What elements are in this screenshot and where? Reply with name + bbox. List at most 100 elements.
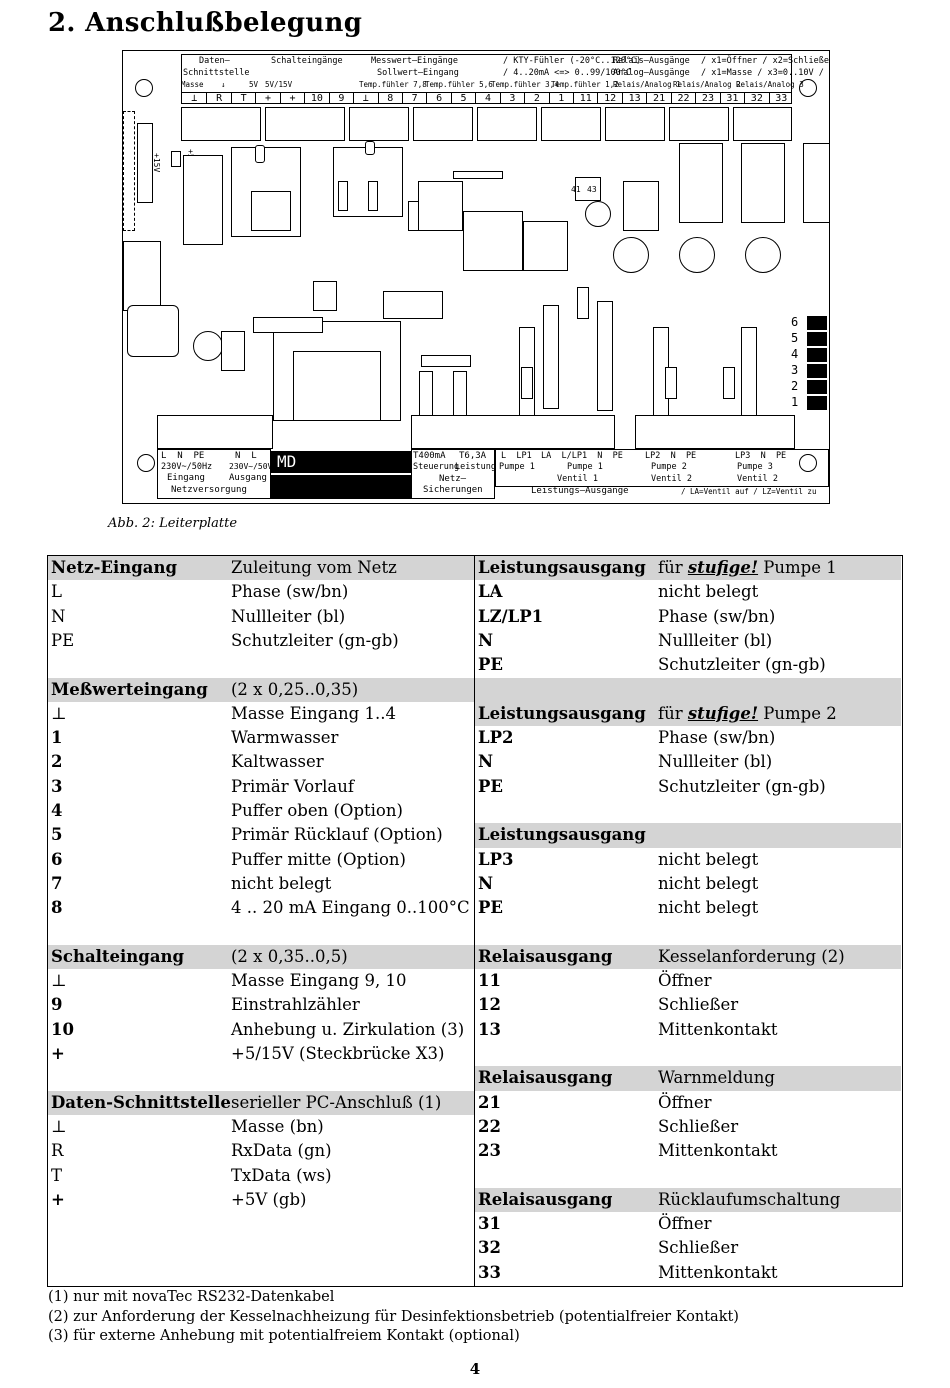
fuse2-label: T6,3A: [459, 451, 487, 461]
header-label: / x1=Masse / x3=0..10V / 12=0..10V: [701, 68, 829, 78]
header-label: Messwert–Eingänge: [371, 56, 458, 66]
table-row: LP2 Phase (sw/bn): [475, 726, 901, 750]
cell-description: Mittenkontakt: [658, 1262, 778, 1282]
cell-terminal: 21: [478, 1092, 501, 1112]
terminal-pin-label: 22: [670, 93, 695, 104]
terminal-pin-label: 11: [573, 93, 597, 104]
cell-description: Nullleiter (bl): [231, 606, 346, 626]
terminal-pin-label: 6: [426, 93, 450, 104]
cell-description: Masse (bn): [231, 1116, 324, 1136]
table-row: 21 Öffner: [475, 1091, 901, 1115]
lp2-pin-labels: LP2 N PE: [645, 451, 697, 461]
transformer-core: [293, 351, 381, 421]
cell-terminal: 13: [478, 1019, 501, 1039]
relay: [221, 331, 245, 371]
relay: [679, 143, 723, 223]
cell-terminal: Leistungsausgang: [478, 825, 646, 845]
screw-terminal: [733, 107, 792, 141]
cell-description: Kesselanforderung (2): [658, 946, 845, 966]
cell-terminal: 11: [478, 971, 501, 991]
table-section-header: Leistungsausgang: [475, 823, 901, 848]
cell-terminal: Meßwerteingang: [51, 679, 208, 699]
jumper-number: 3: [791, 363, 799, 377]
cell-description: Schließer: [658, 1238, 739, 1258]
terminal-pin-label: 3: [499, 93, 524, 104]
cell-description: Kaltwasser: [231, 752, 324, 772]
cell-description: Masse Eingang 9, 10: [231, 971, 407, 991]
cell-description: für stufige! Pumpe 2: [658, 702, 837, 726]
leistung-footnote: / LA=Ventil auf / LZ=Ventil zu: [681, 487, 817, 496]
cell-description: Puffer oben (Option): [231, 801, 403, 820]
terminal-blocks: [181, 107, 792, 141]
la-pin-labels: LA L/LP1 N PE: [541, 451, 623, 461]
capacitor: [585, 201, 611, 227]
relay: [803, 143, 829, 223]
pumpe1b-label: Pumpe 1: [567, 462, 603, 472]
header-label: Analog–Ausgänge: [613, 68, 690, 78]
net-pin-labels: L N PE: [161, 451, 205, 461]
terminal-pin-label: 5: [450, 93, 475, 104]
cell-description: (2 x 0,25..0,35): [231, 679, 359, 699]
cell-terminal: 7: [51, 873, 63, 893]
cell-terminal: +: [51, 1044, 65, 1063]
cell-description: Mittenkontakt: [658, 1019, 778, 1039]
header-label: Relais/Analog 2: [673, 80, 741, 89]
cell-terminal: 5: [51, 825, 63, 845]
cell-terminal: +: [51, 1189, 65, 1209]
cell-terminal: Netz-Eingang: [51, 558, 178, 577]
capacitor: [171, 151, 181, 167]
cell-description: Phase (sw/bn): [658, 728, 776, 748]
cell-terminal: 22: [478, 1116, 501, 1136]
cell-terminal: 3: [51, 776, 63, 796]
jumper-number: 1: [791, 395, 799, 409]
sicherungen-label: Sicherungen: [423, 485, 483, 495]
screw-terminal: [541, 107, 601, 141]
terminal-pin-label: 7: [401, 93, 426, 104]
header-label: Schnittstelle: [183, 68, 250, 78]
cell-description: nicht belegt: [658, 873, 759, 893]
screw-terminal: [477, 107, 537, 141]
cell-description: Öffner: [658, 1092, 712, 1112]
cell-terminal: T: [51, 1165, 63, 1185]
header-label: Temp.fühler 7,8: [359, 80, 427, 89]
resistor: [338, 181, 348, 211]
cell-terminal: N: [478, 752, 494, 772]
trimmer: [745, 237, 781, 273]
cell-description: +5/15V (Steckbrücke X3): [231, 1044, 445, 1063]
netzversorgung-label: Netzversorgung: [171, 485, 247, 495]
cell-terminal: LP2: [478, 728, 514, 748]
fuse-holder: [313, 281, 337, 311]
cell-terminal: 6: [51, 849, 63, 869]
terminal-pin-label: 4: [475, 93, 499, 104]
terminal-pin-label: 32: [744, 93, 768, 104]
resistor: [723, 367, 735, 399]
cell-description: für stufige! Pumpe 1: [658, 556, 837, 580]
pumpe3-label: Pumpe 3: [737, 462, 773, 472]
cell-description: Mittenkontakt: [658, 1141, 778, 1161]
cell-description: Rücklaufumschaltung: [658, 1189, 841, 1209]
jumper-number: 5: [791, 331, 799, 345]
relay-num-43: 43: [587, 185, 597, 194]
table-row: ⊥Masse (bn): [48, 1115, 474, 1139]
screw-terminal: [265, 107, 345, 141]
mounting-hole-icon: [799, 79, 817, 97]
header-label: Schalteingänge: [271, 56, 343, 66]
cell-description: RxData (gn): [231, 1141, 332, 1161]
